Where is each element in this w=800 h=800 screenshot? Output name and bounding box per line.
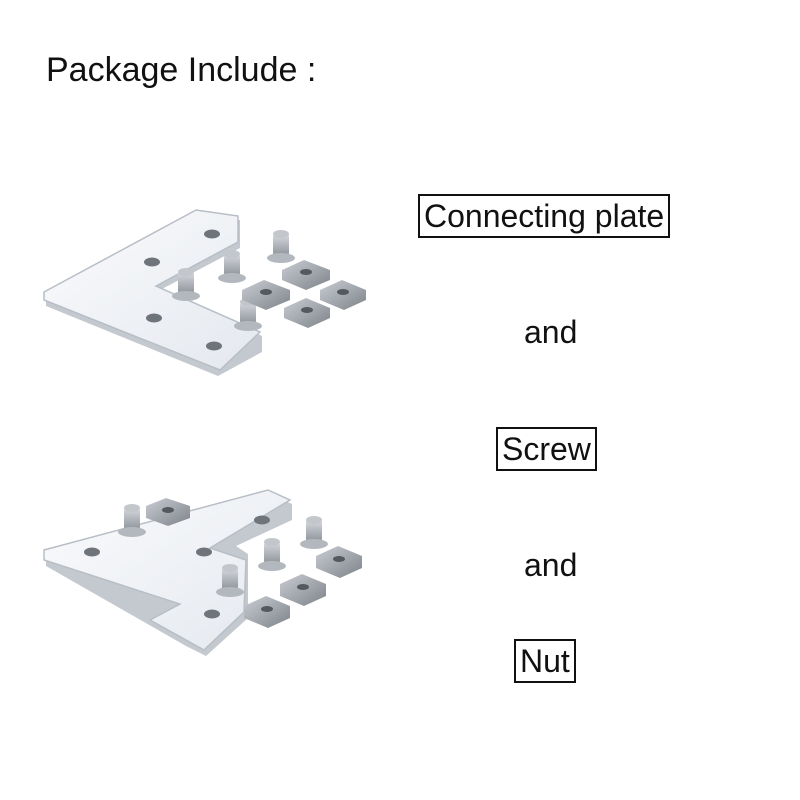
nut-icon — [284, 298, 330, 328]
nut-icon — [146, 498, 190, 526]
nut-icon — [242, 280, 290, 310]
page-title: Package Include : — [46, 51, 317, 89]
and-label-1: and — [524, 314, 578, 350]
screw-icon — [216, 564, 244, 597]
screw-icon — [118, 504, 146, 537]
nuts-bottom — [146, 498, 362, 628]
screw-icon — [218, 250, 246, 283]
screw-icon — [267, 230, 295, 263]
screw-label: Screw — [496, 427, 597, 471]
nut-icon — [316, 546, 362, 578]
nut-icon — [282, 260, 330, 290]
l-connecting-plate — [43, 209, 262, 376]
screw-icon — [258, 538, 286, 571]
nut-label: Nut — [514, 639, 576, 683]
nut-icon — [280, 574, 326, 606]
nuts-top — [242, 260, 366, 328]
nut-icon — [320, 280, 366, 310]
nut-icon — [244, 596, 290, 628]
connecting-plate-label: Connecting plate — [418, 194, 671, 238]
screws-top — [172, 230, 295, 331]
screws-bottom — [118, 504, 328, 597]
screw-icon — [172, 268, 200, 301]
screw-icon — [300, 516, 328, 549]
and-label-2: and — [524, 547, 578, 583]
